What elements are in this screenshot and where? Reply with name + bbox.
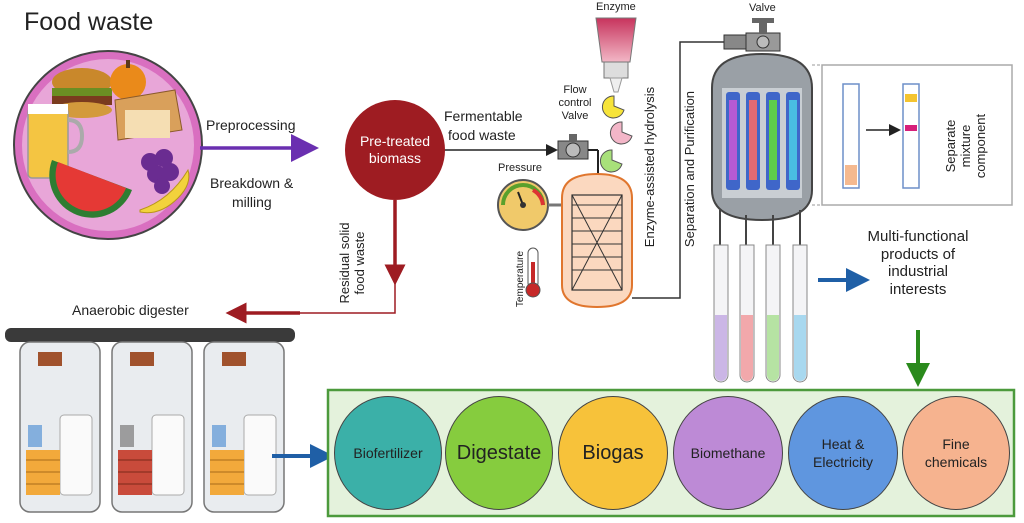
pretreated-line-2: biomass bbox=[368, 150, 422, 166]
product-digestate: Digestate bbox=[445, 396, 553, 510]
separate-line-2: mixture bbox=[957, 124, 973, 168]
pretreated-biomass-node: Pre-treated biomass bbox=[345, 100, 445, 200]
fermentable-label-1: Fermentable bbox=[444, 108, 523, 124]
anaerobic-digester-label: Anaerobic digester bbox=[72, 302, 189, 318]
product-biofertilizer-label: Biofertilizer bbox=[353, 445, 423, 461]
product-heat-electricity-label: Heat & Electricity bbox=[813, 435, 873, 470]
product-fine-chemicals: Fine chemicals bbox=[902, 396, 1010, 510]
flow-line-2: control bbox=[558, 96, 592, 109]
temperature-label: Temperature bbox=[515, 250, 526, 308]
residual-line-2: food waste bbox=[351, 231, 367, 295]
product-biofertilizer: Biofertilizer bbox=[334, 396, 442, 510]
enzyme-yellow-icon bbox=[602, 95, 625, 119]
product-biomethane-label: Biomethane bbox=[690, 445, 766, 461]
enzyme-flask-icon bbox=[595, 17, 637, 93]
residual-line-1: Residual solid bbox=[337, 222, 352, 304]
breakdown-label-2: milling bbox=[232, 194, 272, 210]
pressure-label: Pressure bbox=[498, 162, 543, 174]
valve-label: Valve bbox=[749, 2, 776, 14]
food-plate-icon bbox=[13, 50, 203, 240]
pressure-gauge-icon bbox=[497, 179, 549, 231]
separate-component-label: Separate mixture component bbox=[943, 96, 998, 196]
transfer-pipe bbox=[632, 41, 724, 299]
separate-line-1: Separate bbox=[943, 119, 958, 173]
multi-line-3: industrial bbox=[887, 263, 949, 281]
product-heat-electricity: Heat & Electricity bbox=[788, 396, 898, 510]
product-biogas-label: Biogas bbox=[582, 441, 644, 464]
product-fine-chemicals-label: Fine chemicals bbox=[924, 435, 988, 470]
enzyme-green-icon bbox=[600, 149, 623, 173]
hydrolysis-label: Enzyme-assisted hydrolysis bbox=[642, 86, 657, 248]
product-biomethane: Biomethane bbox=[673, 396, 783, 510]
reactor-icon bbox=[561, 172, 633, 309]
flow-control-label: Flow control Valve bbox=[552, 84, 598, 123]
separator-valve-icon bbox=[723, 18, 781, 52]
thermometer-icon bbox=[525, 247, 541, 298]
product-digestate-label: Digestate bbox=[456, 441, 542, 464]
digester-tank-icon bbox=[5, 328, 295, 513]
multi-line-1: Multi-functional bbox=[867, 228, 969, 245]
preprocessing-label: Preprocessing bbox=[206, 117, 296, 133]
valve-icon bbox=[557, 134, 589, 160]
enzyme-label: Enzyme bbox=[596, 1, 636, 13]
flow-line-3: Valve bbox=[561, 109, 589, 122]
flow-line-1: Flow bbox=[563, 84, 587, 96]
pretreated-line-1: Pre-treated bbox=[359, 133, 431, 150]
products-panel bbox=[326, 388, 1016, 518]
breakdown-label-1: Breakdown & bbox=[210, 175, 294, 191]
enzyme-pink-icon bbox=[610, 121, 633, 145]
separation-column-icon bbox=[711, 52, 813, 245]
multi-line-2: products of bbox=[880, 245, 956, 263]
residual-label: Residual solid food waste bbox=[337, 203, 374, 323]
multi-functional-label: Multi-functional products of industrial … bbox=[858, 228, 978, 299]
separate-line-3: component bbox=[972, 113, 988, 179]
multi-line-4: interests bbox=[889, 281, 947, 299]
product-biogas: Biogas bbox=[558, 396, 668, 510]
page-title: Food waste bbox=[24, 8, 154, 36]
separation-label: Separation and Purification bbox=[682, 90, 697, 248]
fermentable-label-2: food waste bbox=[448, 127, 516, 143]
test-tube-icon bbox=[713, 244, 808, 383]
